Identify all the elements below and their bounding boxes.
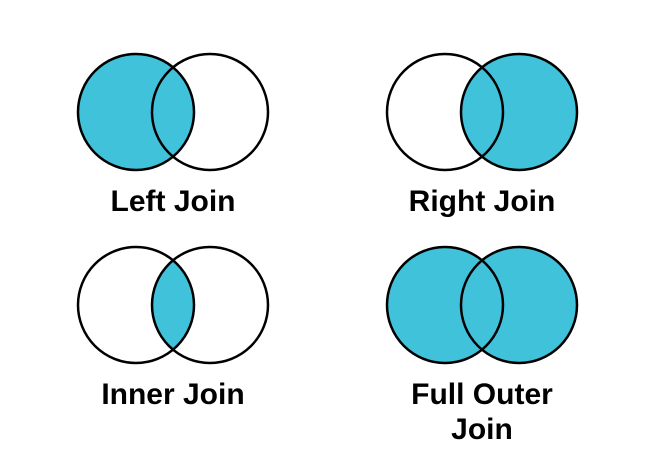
left-circle-outline bbox=[76, 245, 196, 365]
right-circle-outline bbox=[150, 52, 270, 172]
full-outer-join-shaded-right-circle bbox=[461, 247, 577, 363]
left-circle-outline bbox=[385, 245, 505, 365]
inner-join-venn-diagram bbox=[76, 245, 270, 365]
full-outer-join-label: Full Outer Join bbox=[411, 378, 553, 446]
left-join-label: Left Join bbox=[110, 185, 236, 218]
left-circle-outline bbox=[76, 52, 196, 172]
right-circle-outline bbox=[459, 52, 579, 172]
full-outer-join-venn-diagram bbox=[385, 245, 579, 365]
right-join-shaded-right-circle bbox=[461, 54, 577, 170]
left-join-venn-diagram bbox=[76, 52, 270, 172]
right-circle-outline bbox=[459, 245, 579, 365]
inner-join-shaded-intersection-lens bbox=[151, 260, 195, 350]
left-circle-outline bbox=[385, 52, 505, 172]
left-join-shaded-left-circle bbox=[78, 54, 194, 170]
right-circle-outline bbox=[150, 245, 270, 365]
right-join-label: Right Join bbox=[408, 185, 556, 218]
right-join-venn-diagram bbox=[385, 52, 579, 172]
inner-join-label: Inner Join bbox=[101, 378, 245, 411]
